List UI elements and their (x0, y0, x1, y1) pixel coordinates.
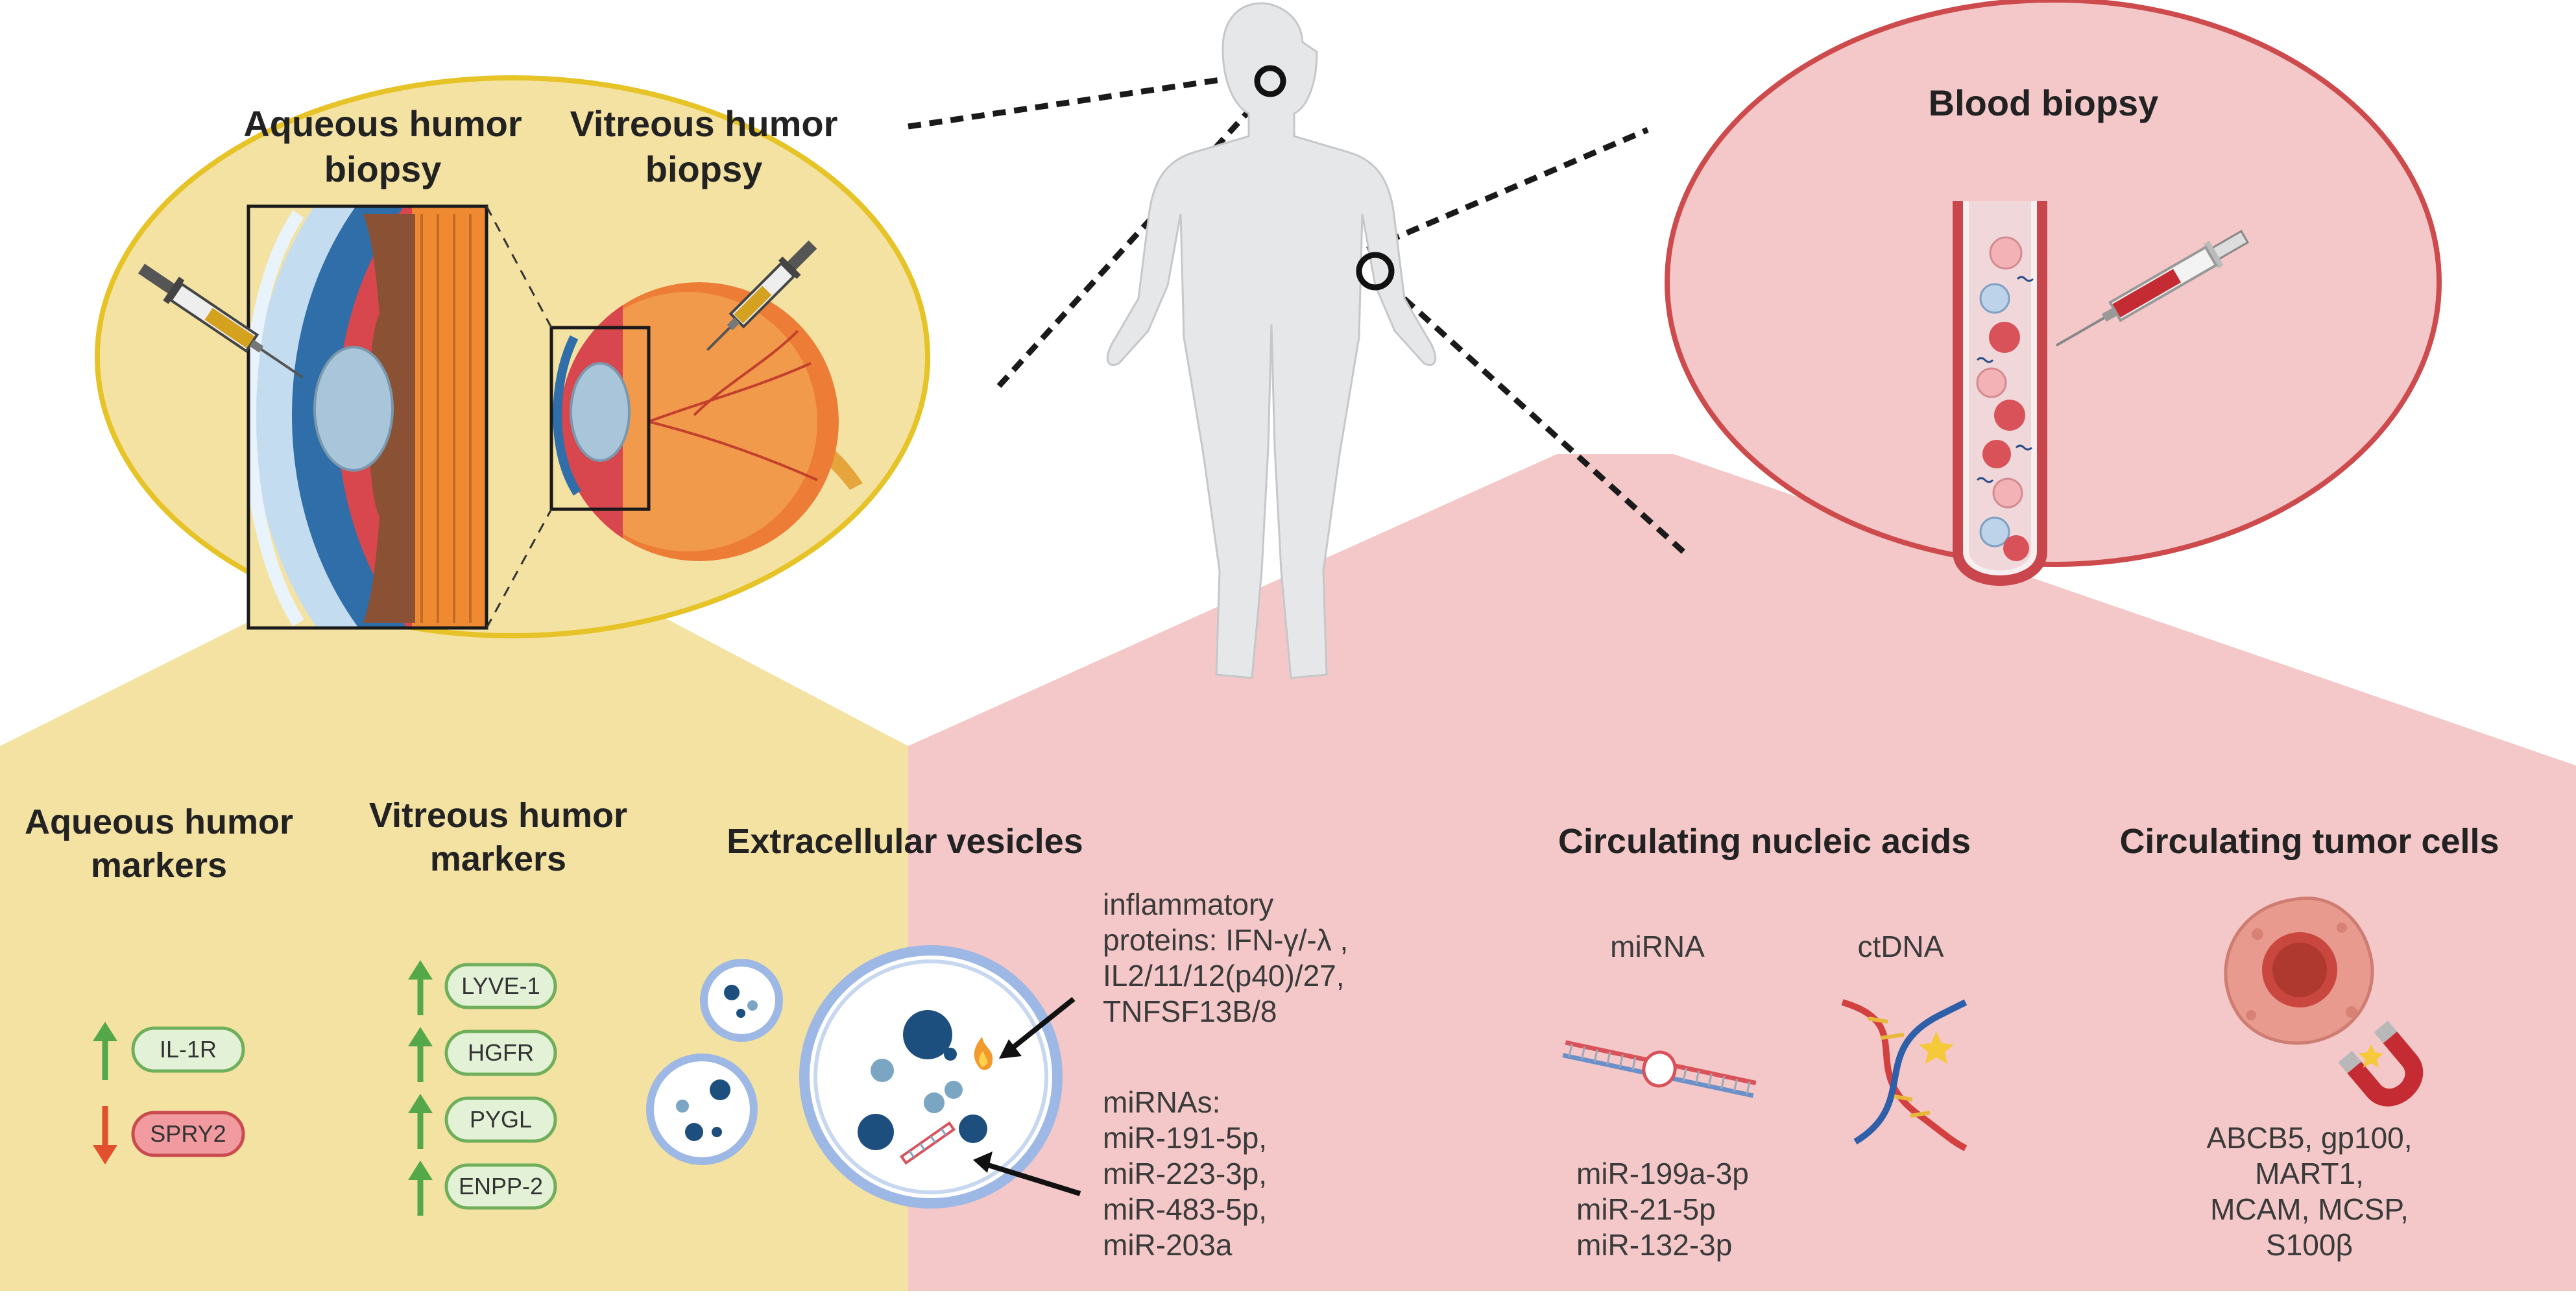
vesicles-illustration (646, 945, 1063, 1209)
aqueous-zoom-box (247, 204, 488, 630)
vitreous-eye-illustration (553, 282, 863, 561)
marker-pill (131, 1026, 245, 1073)
down-arrow-icon (93, 1106, 117, 1164)
ev-mirna-line: miR-191-5p, (1103, 1121, 1267, 1155)
magnet-icon (2338, 1020, 2424, 1107)
marker-label: SPRY2 (150, 1120, 226, 1147)
marker-pill (131, 1111, 245, 1157)
nucleic-acids-heading: Circulating nucleic acids (1558, 822, 1971, 861)
arm-site-marker (1356, 252, 1395, 291)
marker-pill (444, 1096, 557, 1143)
aqueous-marker-spry2: SPRY2 (93, 1106, 245, 1164)
ev-mirna-line: miR-223-3p, (1103, 1157, 1267, 1190)
tumor-marker-line: MCAM, MCSP, (2210, 1192, 2409, 1226)
ev-proteins-text: inflammatory proteins: IFN-γ/-λ , IL2/11… (1103, 887, 1348, 1028)
marker-pill (444, 1163, 557, 1210)
eye-site-marker (1254, 65, 1286, 97)
ev-proteins-line: TNFSF13B/8 (1103, 994, 1277, 1028)
tumor-marker-text: ABCB5, gp100, MART1, MCAM, MCSP, S100β (2206, 1121, 2412, 1262)
ctdna-label: ctDNA (1858, 930, 1944, 963)
up-arrow-icon (408, 960, 433, 1015)
flame-icon (974, 1037, 993, 1070)
mirna-hairpin-icon (1562, 1040, 1757, 1098)
vitreous-biopsy-title: Vitreous humor (570, 103, 838, 144)
blood-biopsy-title: Blood biopsy (1929, 82, 2159, 123)
up-arrow-icon (408, 1094, 433, 1149)
ev-mirna-line: miR-483-5p, (1103, 1192, 1267, 1226)
marker-label: ENPP-2 (459, 1173, 543, 1199)
sparkle-icon (2359, 1044, 2383, 1068)
tumor-marker-line: S100β (2266, 1228, 2353, 1262)
vitreous-marker-hgfr: HGFR (408, 1027, 557, 1082)
marker-label: HGFR (468, 1039, 534, 1066)
aqueous-biopsy-title: Aqueous humor (243, 103, 522, 144)
mirna-label: miRNA (1610, 930, 1705, 963)
mirna-list-item: miR-132-3p (1576, 1228, 1732, 1262)
vitreous-markers-heading-line2: markers (430, 839, 566, 878)
connector-lines (908, 69, 1689, 557)
vitreous-zoom-box (549, 326, 651, 511)
tumor-cell-illustration (2224, 897, 2374, 1045)
mirna-list-item: miR-199a-3p (1576, 1157, 1749, 1190)
vitreous-marker-enpp2: ENPP-2 (408, 1161, 557, 1216)
up-arrow-icon (93, 1022, 117, 1080)
dna-helix-icon (1841, 999, 1968, 1151)
vitreous-markers-heading: Vitreous humor (369, 796, 627, 835)
ev-mirna-line: miRNAs: (1103, 1085, 1220, 1119)
vitreous-marker-lyve1: LYVE-1 (408, 960, 557, 1015)
mirna-strand-icon (899, 1121, 956, 1165)
blood-panel-ellipse (1665, 0, 2442, 567)
aqueous-markers-heading: Aqueous humor (25, 802, 293, 841)
aqueous-marker-il1r: IL-1R (93, 1022, 245, 1080)
vitreous-syringe-icon (706, 240, 817, 352)
marker-label: IL-1R (160, 1036, 217, 1063)
up-arrow-icon (408, 1161, 433, 1216)
aqueous-biopsy-title-line2: biopsy (324, 149, 441, 189)
ev-proteins-line: proteins: IFN-γ/-λ , (1103, 923, 1348, 957)
tumor-marker-line: ABCB5, gp100, (2206, 1121, 2412, 1155)
vitreous-biopsy-title-line2: biopsy (645, 149, 762, 189)
ev-mirna-text: miRNAs: miR-191-5p, miR-223-3p, miR-483-… (1103, 1085, 1267, 1262)
ev-proteins-line: inflammatory (1103, 887, 1273, 921)
nucleic-mirna-list: miR-199a-3p miR-21-5p miR-132-3p (1576, 1157, 1749, 1262)
vesicle-pointer-arrows (973, 996, 1081, 1196)
ev-mirna-line: miR-203a (1103, 1228, 1233, 1262)
blood-vessel-illustration (1953, 201, 2047, 586)
tumor-cells-heading: Circulating tumor cells (2119, 822, 2499, 861)
blood-syringe-icon (2055, 230, 2250, 347)
vitreous-marker-pygl: PYGL (408, 1094, 557, 1149)
zoom-connector-lines (485, 206, 553, 629)
extracellular-vesicles-heading: Extracellular vesicles (727, 822, 1083, 861)
marker-label: LYVE-1 (461, 972, 540, 999)
aqueous-eye-illustration (248, 206, 487, 628)
tumor-marker-line: MART1, (2255, 1157, 2364, 1190)
marker-pill (444, 963, 557, 1009)
mirna-list-item: miR-21-5p (1576, 1192, 1716, 1226)
marker-pill (444, 1030, 557, 1076)
aqueous-markers-heading-line2: markers (91, 846, 227, 885)
ev-proteins-line: IL2/11/12(p40)/27, (1103, 959, 1345, 993)
up-arrow-icon (408, 1027, 433, 1082)
human-figure-illustration (1106, 2, 1437, 679)
aqueous-syringe-icon (138, 263, 304, 379)
marker-label: PYGL (470, 1106, 532, 1133)
